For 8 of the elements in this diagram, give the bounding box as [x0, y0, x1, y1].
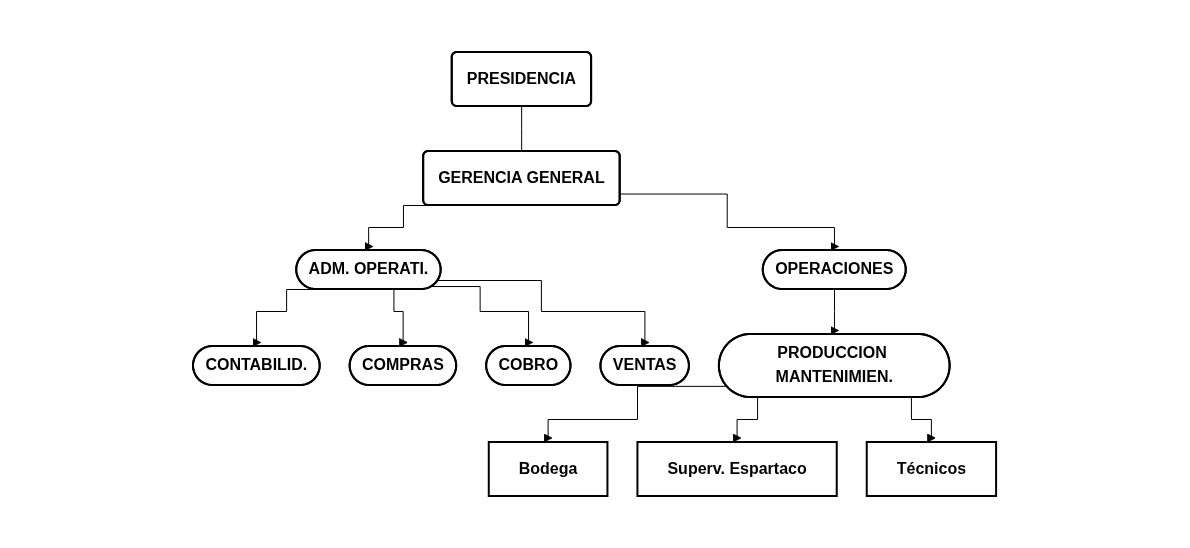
- arrow: [830, 289, 840, 335]
- node-box: Técnicos: [866, 441, 998, 497]
- connector: [521, 106, 523, 152]
- arrow: [438, 280, 650, 347]
- arrow: [620, 193, 840, 251]
- node-box: Superv. Espartaco: [636, 441, 839, 497]
- node-box: Bodega: [488, 441, 609, 497]
- arrow: [431, 286, 534, 347]
